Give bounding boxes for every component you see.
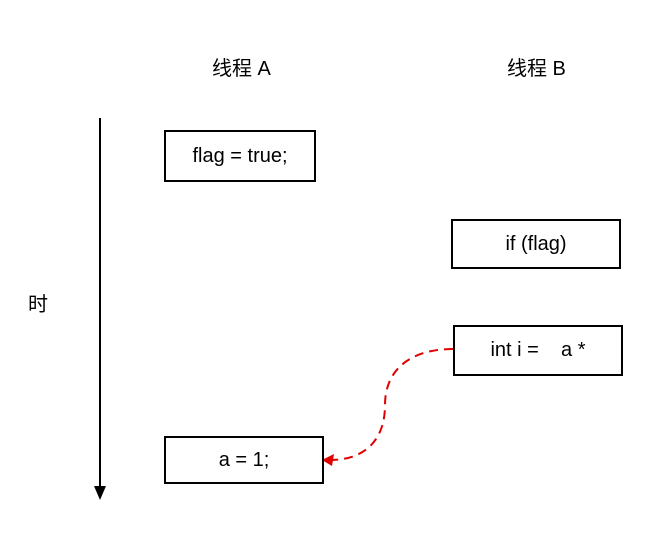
- thread-a-header: 线程 A: [212, 58, 271, 80]
- time-axis-label: 时: [28, 294, 48, 316]
- thread-b-header: 线程 B: [507, 58, 566, 80]
- dependency-arrow: [329, 348, 454, 461]
- code-box-flag-true: flag = true;: [164, 130, 316, 182]
- code-box-if-flag: if (flag): [451, 219, 621, 269]
- dependency-arrowhead: [322, 454, 334, 466]
- code-box-int-i: int i = a *: [453, 325, 623, 376]
- time-axis-arrowhead: [94, 486, 106, 500]
- code-box-a-eq-1: a = 1;: [164, 436, 324, 484]
